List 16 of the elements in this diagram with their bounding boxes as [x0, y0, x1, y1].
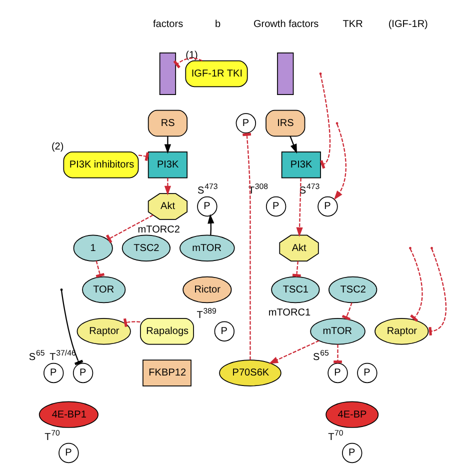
node-label: (2)	[50, 141, 64, 152]
label: (IGF-1R)	[388, 18, 428, 30]
node-label: S$^{473}$	[196, 182, 218, 196]
node-label: T$^{70}$	[328, 428, 343, 443]
node-label: T$^{70}$	[44, 428, 60, 443]
label: TKR	[342, 18, 362, 30]
label: factors	[152, 18, 183, 30]
node-label: mTORC2	[137, 224, 180, 236]
node-label: mTORC1	[268, 308, 310, 319]
node-label: S$^{65}$	[312, 348, 328, 363]
label: b	[214, 18, 220, 30]
node-label: S$^{65}$	[28, 348, 44, 363]
label: Growth factors	[252, 18, 318, 30]
node-label: T$^{389}$	[196, 306, 216, 322]
node-label: T$^{37/46}$	[49, 348, 76, 363]
node-label: T$^{308}$	[248, 182, 268, 196]
